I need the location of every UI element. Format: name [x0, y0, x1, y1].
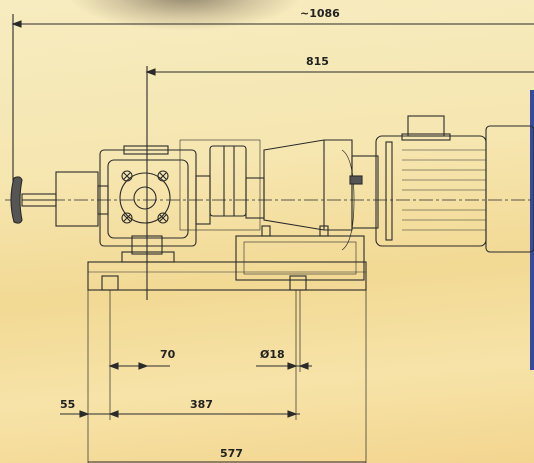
label-55: 55 [60, 398, 76, 411]
extension-lines [87, 290, 367, 463]
label-overall: ~1086 [300, 7, 340, 20]
base-plate [87, 261, 367, 291]
gearbox [263, 139, 379, 251]
dimension-overall [11, 14, 534, 200]
hand-wheel [10, 171, 109, 227]
coupling [209, 145, 265, 219]
dimension-55-387 [60, 410, 300, 418]
electric-motor [375, 115, 534, 253]
page-edge [530, 90, 534, 370]
coupling-guard [179, 139, 261, 231]
motor-pedestal [235, 225, 365, 281]
label-diameter: Ø18 [260, 348, 285, 361]
dimension-diameter [256, 362, 312, 370]
label-577: 577 [220, 447, 243, 460]
dimension-motor [145, 66, 534, 300]
dimension-70 [108, 362, 170, 370]
label-387: 387 [190, 398, 213, 411]
label-motor: 815 [306, 55, 329, 68]
pump-casing [99, 145, 197, 263]
label-70: 70 [160, 348, 176, 361]
